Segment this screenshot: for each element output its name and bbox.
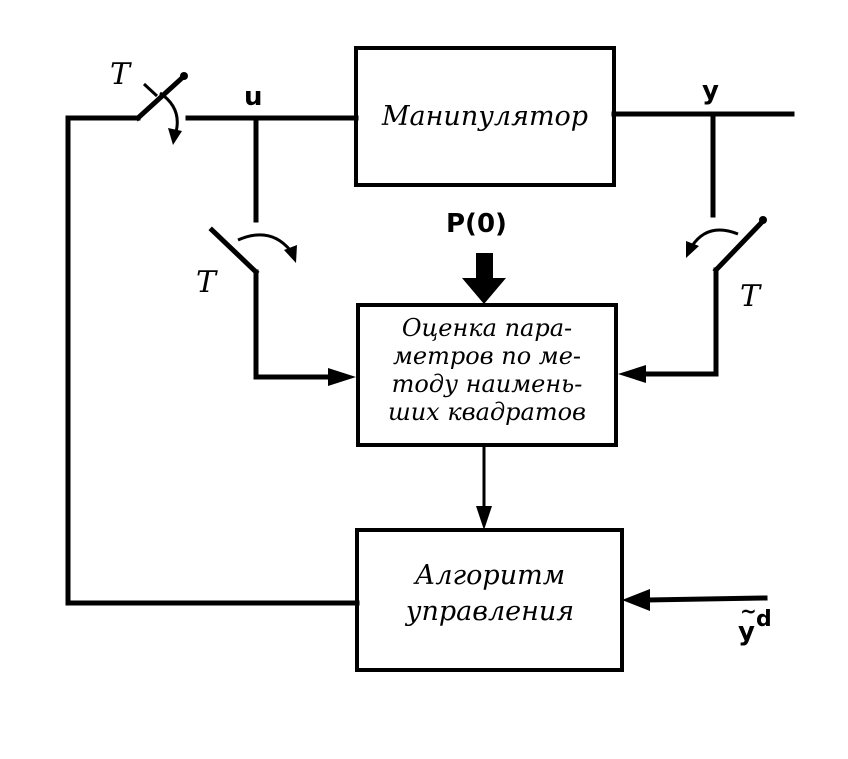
estimator-block: Оценка пара- метров по ме- тоду наимень-… (356, 303, 618, 447)
top-left-switch-pivot (180, 72, 188, 80)
estimator-line-2: метров по ме- (393, 342, 581, 370)
y-sampled-arrow (618, 365, 646, 383)
mid-left-switch-arc (237, 233, 292, 251)
mid-left-switch-arc-head (284, 245, 297, 263)
manipulator-box (354, 46, 616, 187)
estimator-line-1: Оценка пара- (402, 314, 572, 342)
estimator-to-controller-arrow (476, 506, 492, 530)
manipulator-label: Манипулятор (381, 101, 588, 132)
mid-right-switch-blade (712, 218, 766, 274)
top-left-switch-tick (142, 82, 159, 98)
yd-sup: d (756, 607, 772, 632)
mid-right-switch (686, 216, 767, 274)
mid-right-switch-arc (690, 228, 739, 247)
mid-right-switch-pivot (759, 216, 767, 224)
controller-line-2: управления (405, 596, 574, 627)
top-left-switch-arc-head (168, 128, 182, 145)
estimator-box (356, 303, 618, 447)
u-sampled-wire (253, 269, 333, 380)
signal-label-u: u (244, 82, 263, 112)
mid-left-switch (208, 226, 297, 276)
switch-label-mid-right: T (740, 279, 762, 314)
feedback-wire (65, 115, 360, 606)
manipulator-block: Манипулятор (354, 46, 616, 187)
estimator-line-4: ших квадратов (388, 398, 586, 426)
controller-block: Алгоритм управления (355, 528, 624, 672)
top-left-switch-blade (134, 74, 186, 122)
yd-wire (645, 595, 768, 603)
p0-arrow-head (462, 278, 506, 304)
mid-right-switch-arc-head (686, 241, 699, 258)
u-sampled-arrow (328, 368, 356, 386)
top-left-switch (134, 72, 188, 145)
top-left-switch-arc (159, 91, 179, 133)
controller-line-1: Алгоритм (413, 560, 565, 591)
p0-arrow-shaft (476, 253, 493, 279)
signal-label-p0: P(0) (446, 209, 507, 239)
yd-base: y (738, 617, 755, 647)
mid-left-switch-blade (208, 226, 260, 276)
estimator-line-3: тоду наимень- (392, 370, 583, 398)
controller-box (355, 528, 624, 672)
signal-label-y: y (702, 76, 719, 106)
yd-bar: ~ (740, 599, 757, 623)
switch-label-mid-left: T (196, 265, 218, 300)
yd-arrow (622, 589, 650, 611)
switch-label-top-left: T (110, 57, 132, 92)
signal-label-yd: y ~ d (738, 599, 772, 647)
y-sampled-wire (641, 267, 719, 377)
